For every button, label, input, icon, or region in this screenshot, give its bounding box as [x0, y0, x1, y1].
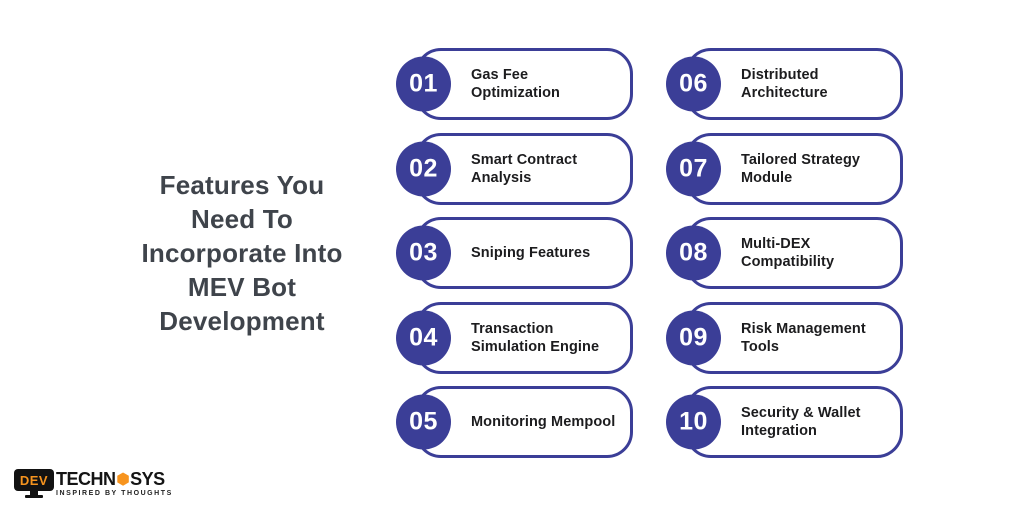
monitor-icon: DEV — [14, 469, 54, 498]
logo-dev-text: DEV — [19, 472, 49, 488]
feature-card-06: 06 Distributed Architecture — [666, 48, 903, 120]
monitor-stand — [30, 491, 38, 495]
feature-title: Transaction Simulation Engine — [471, 320, 600, 355]
feature-title: Monitoring Mempool — [471, 414, 616, 430]
number-badge: 03 — [396, 225, 451, 281]
logo-wordmark: TECHN ⬢ SYS — [56, 469, 173, 489]
hexagon-icon: ⬢ — [116, 470, 130, 488]
monitor-base — [25, 495, 43, 498]
feature-title: Tailored Strategy Module — [741, 151, 861, 186]
page-title: Features You Need To Incorporate Into ME… — [141, 170, 343, 336]
features-column-left: 01 Gas Fee Optimization 02 Smart Contrac… — [396, 48, 633, 458]
dev-technosys-logo: DEV TECHN ⬢ SYS INSPIRED BY THOUGHTS — [14, 469, 173, 498]
feature-title: Risk Management Tools — [741, 320, 866, 355]
feature-title: Multi-DEX Compatibility — [741, 236, 835, 270]
feature-card-07: 07 Tailored Strategy Module — [666, 132, 903, 205]
number-badge: 08 — [666, 225, 721, 281]
logo-word-left: TECHN — [56, 469, 116, 489]
feature-title: Distributed Architecture — [741, 67, 828, 101]
feature-title: Security & Wallet Integration — [741, 405, 861, 439]
number-badge: 09 — [666, 310, 721, 365]
feature-card-01: 01 Gas Fee Optimization — [396, 48, 633, 120]
number-badge: 04 — [396, 310, 451, 365]
number-badge: 02 — [396, 141, 451, 196]
feature-title: Smart Contract Analysis — [471, 151, 578, 186]
logo-tagline: INSPIRED BY THOUGHTS — [56, 490, 173, 497]
features-column-right: 06 Distributed Architecture 07 Tailored … — [666, 48, 903, 458]
number-badge: 05 — [396, 394, 451, 450]
number-badge: 06 — [666, 56, 721, 112]
feature-card-04: 04 Transaction Simulation Engine — [396, 301, 633, 374]
number-badge: 07 — [666, 141, 721, 196]
feature-card-03: 03 Sniping Features — [396, 217, 633, 289]
feature-card-10: 10 Security & Wallet Integration — [666, 386, 903, 458]
feature-card-02: 02 Smart Contract Analysis — [396, 132, 633, 205]
feature-card-05: 05 Monitoring Mempool — [396, 386, 633, 458]
number-badge: 10 — [666, 394, 721, 450]
feature-card-08: 08 Multi-DEX Compatibility — [666, 217, 903, 289]
number-badge: 01 — [396, 56, 451, 112]
feature-card-09: 09 Risk Management Tools — [666, 301, 903, 374]
feature-title: Gas Fee Optimization — [471, 67, 560, 101]
feature-title: Sniping Features — [471, 245, 591, 261]
logo-word-right: SYS — [130, 469, 165, 489]
